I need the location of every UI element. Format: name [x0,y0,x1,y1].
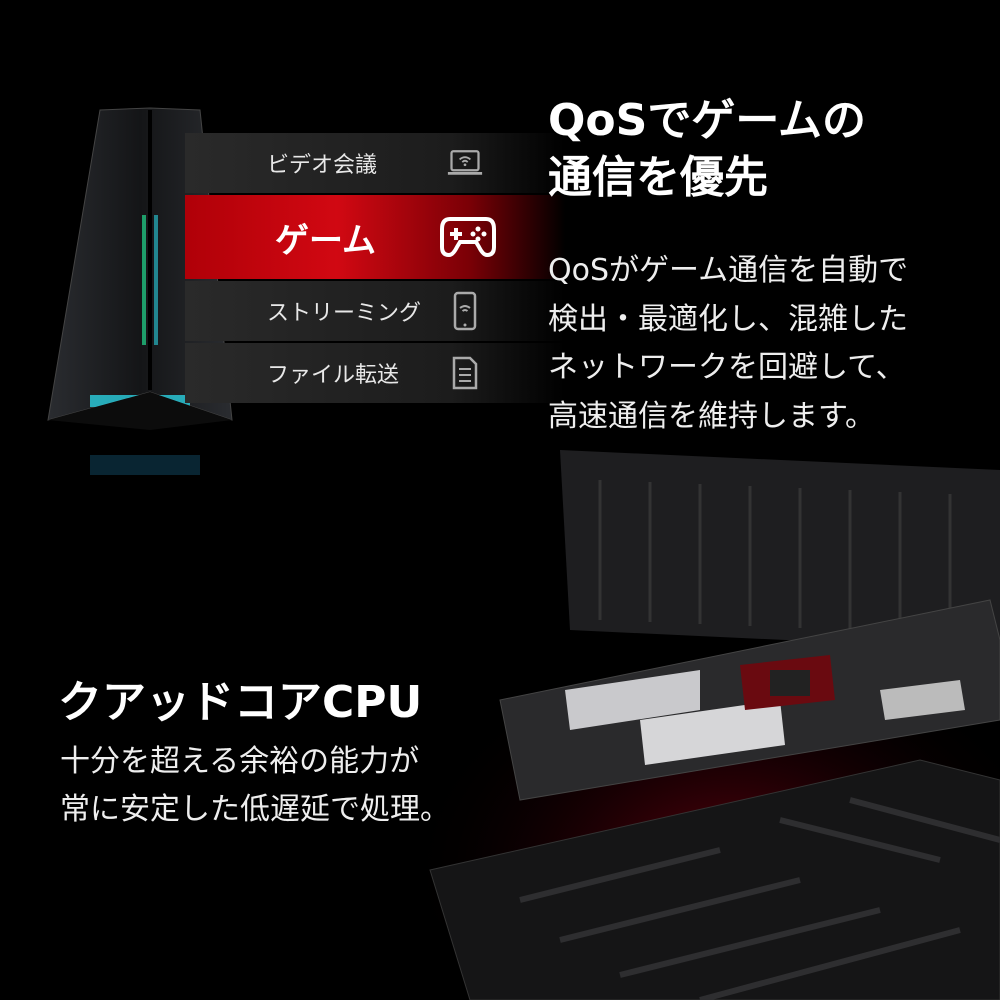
qos-item-label: ビデオ会議 [267,153,378,178]
phone-wifi-icon [447,291,483,331]
circuit-board [370,450,1000,1000]
qos-heading-line: QoSでゲームの [548,95,867,146]
qos-heading-line: 通信を優先 [548,152,768,203]
qos-description-line: ネットワークを回避して、 [548,350,906,385]
document-icon [447,355,483,391]
laptop-wifi-icon [447,145,483,181]
qos-priority-menu: ビデオ会議 ゲーム ストリーミング ファイル転送 [185,133,565,405]
qos-description-line: QoSがゲーム通信を自動で [548,253,909,288]
gamepad-icon [440,213,496,261]
qos-heading: QoSでゲームの 通信を優先 [548,92,866,206]
qos-description-line: 検出・最適化し、混雑した [548,301,908,337]
qos-item-label: ゲーム [275,220,376,261]
qos-item-game[interactable]: ゲーム [185,195,565,279]
cpu-description-line: 常に安定した低遅延で処理。 [60,792,450,827]
qos-item-label: ストリーミング [267,301,422,326]
cpu-heading: クアッドコアCPU [58,677,423,728]
qos-item-label: ファイル転送 [267,363,400,388]
qos-item-streaming[interactable]: ストリーミング [185,281,565,341]
qos-item-video-conference[interactable]: ビデオ会議 [185,133,565,193]
qos-item-file-transfer[interactable]: ファイル転送 [185,343,565,403]
cpu-description: 十分を超える余裕の能力が 常に安定した低遅延で処理。 [60,738,450,834]
cpu-description-line: 十分を超える余裕の能力が [60,744,420,779]
qos-description-line: 高速通信を維持します。 [548,398,875,434]
qos-description: QoSがゲーム通信を自動で 検出・最適化し、混雑した ネットワークを回避して、 … [548,247,908,441]
